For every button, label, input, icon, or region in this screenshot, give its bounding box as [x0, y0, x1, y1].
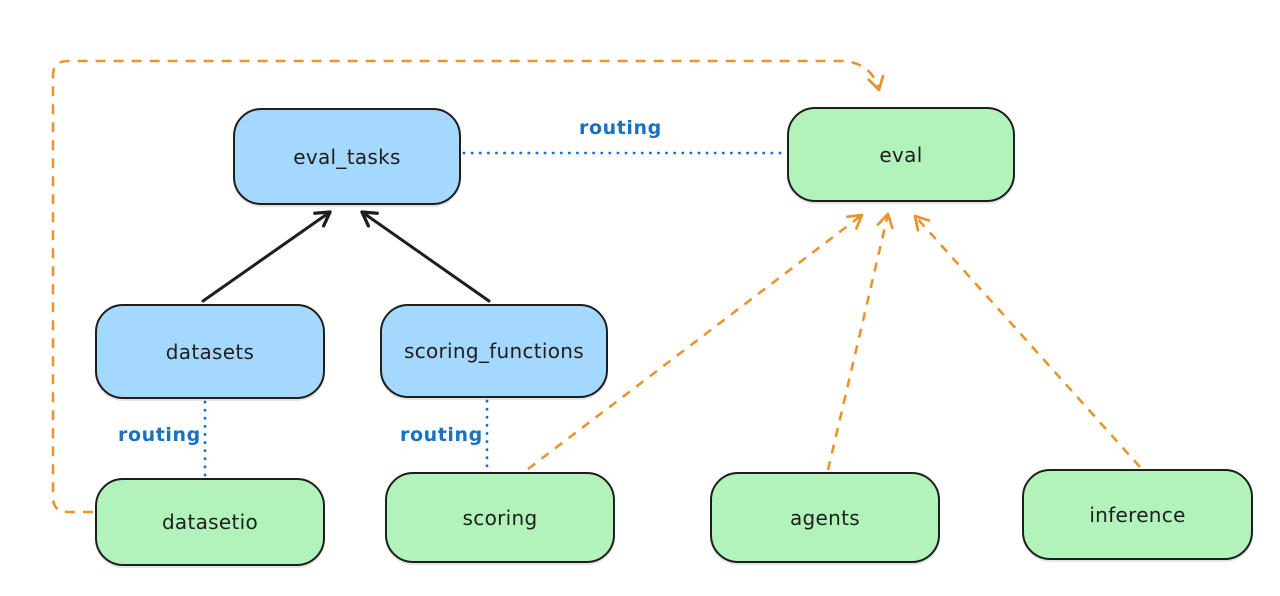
node-agents: agents — [710, 472, 940, 563]
edge-label-routing-left: routing — [118, 424, 201, 446]
node-label: inference — [1089, 502, 1186, 527]
node-label: agents — [790, 505, 860, 530]
node-scoring: scoring — [385, 472, 615, 563]
node-eval-tasks: eval_tasks — [233, 108, 461, 205]
node-eval: eval — [787, 107, 1015, 202]
node-datasetio: datasetio — [95, 478, 325, 566]
node-label: eval_tasks — [293, 144, 401, 169]
node-label: eval — [879, 142, 923, 167]
node-label: datasets — [165, 339, 255, 364]
node-inference: inference — [1022, 469, 1253, 560]
node-label: scoring_functions — [403, 339, 585, 363]
node-scoring-functions: scoring_functions — [380, 304, 608, 398]
node-label: datasetio — [161, 510, 259, 534]
edge-label-routing-mid: routing — [400, 424, 483, 446]
edge-datasets-to-eval-tasks — [201, 210, 332, 303]
edge-scoring-functions-to-eval-tasks — [360, 210, 491, 303]
node-datasets: datasets — [95, 304, 325, 399]
edge-label-routing-top: routing — [579, 117, 662, 139]
edge-inference-to-eval — [913, 214, 1141, 468]
edge-agents-to-eval — [826, 212, 894, 471]
node-label: scoring — [462, 505, 538, 530]
